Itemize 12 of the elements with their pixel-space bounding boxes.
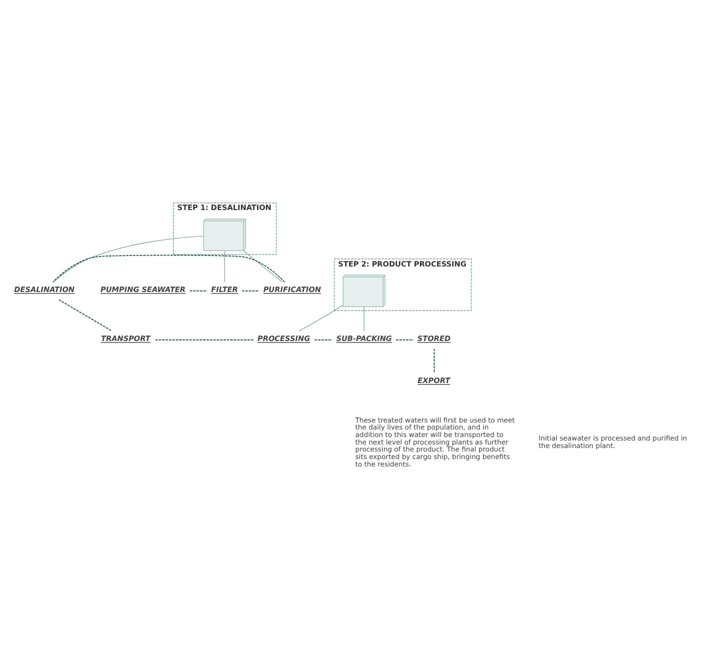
connector [58,299,112,332]
connector [243,250,282,282]
connector [314,339,333,340]
connector [434,348,435,374]
connector [53,236,204,282]
connector [189,290,208,292]
connector [154,339,254,340]
connector [52,254,286,282]
connector [298,304,344,332]
connector [395,339,414,340]
connector [241,290,260,292]
connector [224,250,225,282]
